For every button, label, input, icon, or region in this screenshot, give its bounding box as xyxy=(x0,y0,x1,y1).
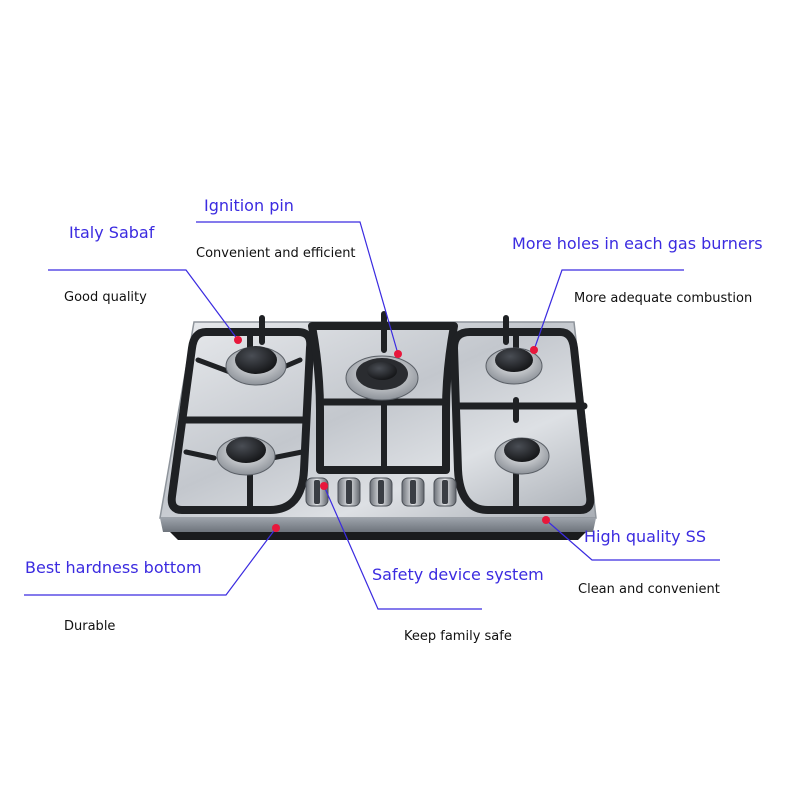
leader-high-quality-ss xyxy=(545,519,720,561)
callout-title-italy-sabaf: Italy Sabaf xyxy=(69,223,155,242)
marker-more-holes xyxy=(530,346,538,354)
callout-subtitle-safety-device: Keep family safe xyxy=(404,629,512,644)
control-knobs xyxy=(305,477,457,507)
marker-best-hardness xyxy=(272,524,280,532)
callout-subtitle-italy-sabaf: Good quality xyxy=(64,290,147,305)
leader-italy-sabaf xyxy=(48,269,239,341)
callout-subtitle-best-hardness: Durable xyxy=(64,619,116,634)
red-markers xyxy=(234,336,550,532)
leader-ignition-pin xyxy=(196,221,399,355)
callout-title-high-quality-ss: High quality SS xyxy=(584,527,706,546)
marker-italy-sabaf xyxy=(234,336,242,344)
knob-1 xyxy=(305,477,329,507)
callout-title-ignition-pin: Ignition pin xyxy=(204,196,294,215)
knob-2 xyxy=(337,477,361,507)
burner-front-left xyxy=(216,436,276,476)
burner-back-left xyxy=(225,346,287,386)
callout-subtitle-high-quality-ss: Clean and convenient xyxy=(578,582,720,597)
marker-ignition-pin xyxy=(394,350,402,358)
knob-3 xyxy=(369,477,393,507)
callout-title-best-hardness: Best hardness bottom xyxy=(25,558,202,577)
marker-high-quality-ss xyxy=(542,516,550,524)
callout-subtitle-more-holes: More adequate combustion xyxy=(574,291,753,306)
callout-subtitle-ignition-pin: Convenient and efficient xyxy=(196,246,356,261)
marker-safety-device xyxy=(320,482,328,490)
burner-back-right xyxy=(485,347,543,385)
leader-more-holes xyxy=(533,269,684,351)
callout-title-safety-device: Safety device system xyxy=(372,565,544,584)
knob-5 xyxy=(433,477,457,507)
burner-center-triple xyxy=(345,355,419,401)
leader-safety-device xyxy=(323,485,482,610)
burner-front-right xyxy=(494,437,550,475)
knob-4 xyxy=(401,477,425,507)
leader-lines xyxy=(24,221,720,610)
callout-title-more-holes: More holes in each gas burners xyxy=(512,234,763,253)
leader-best-hardness xyxy=(24,527,277,596)
